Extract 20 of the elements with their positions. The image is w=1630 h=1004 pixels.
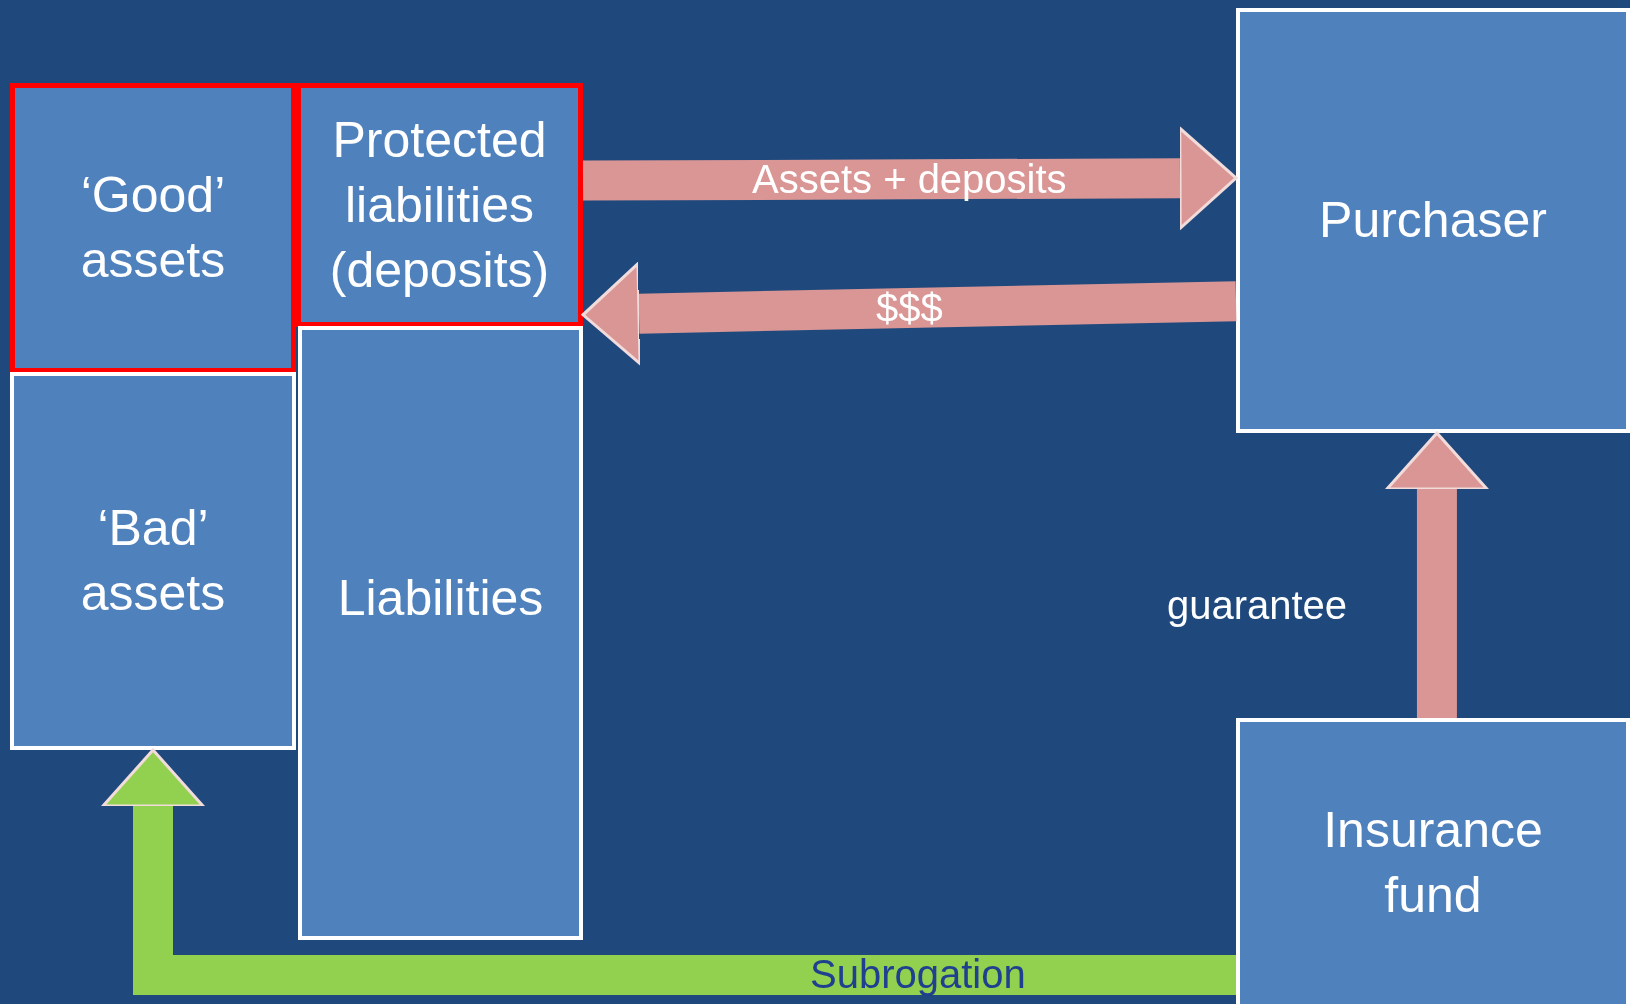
balance-box xyxy=(298,326,583,940)
edge-label: guarantee xyxy=(1166,583,1348,628)
edge-label: Subrogation xyxy=(810,952,1026,998)
balance-box xyxy=(296,83,583,327)
node-text: Insurance fund xyxy=(1322,801,1544,925)
node-text: Protected liabilities (deposits) xyxy=(328,110,551,300)
block-arrow xyxy=(582,126,1238,230)
node-text: ‘Bad’ assets xyxy=(79,499,227,623)
balance-box xyxy=(10,372,296,750)
block-arrow xyxy=(581,262,1237,366)
node-text: Purchaser xyxy=(1319,191,1547,250)
edge-label: $$$ xyxy=(876,285,943,331)
edge-label: Assets + deposits xyxy=(752,156,1067,202)
node-text: ‘Good’ assets xyxy=(79,166,227,290)
balance-box xyxy=(1236,8,1630,433)
node-text: Liabilities xyxy=(337,568,544,628)
block-arrow xyxy=(1385,431,1489,718)
balance-box xyxy=(10,83,296,373)
block-arrow xyxy=(101,748,1236,995)
balance-box xyxy=(1236,718,1630,1004)
